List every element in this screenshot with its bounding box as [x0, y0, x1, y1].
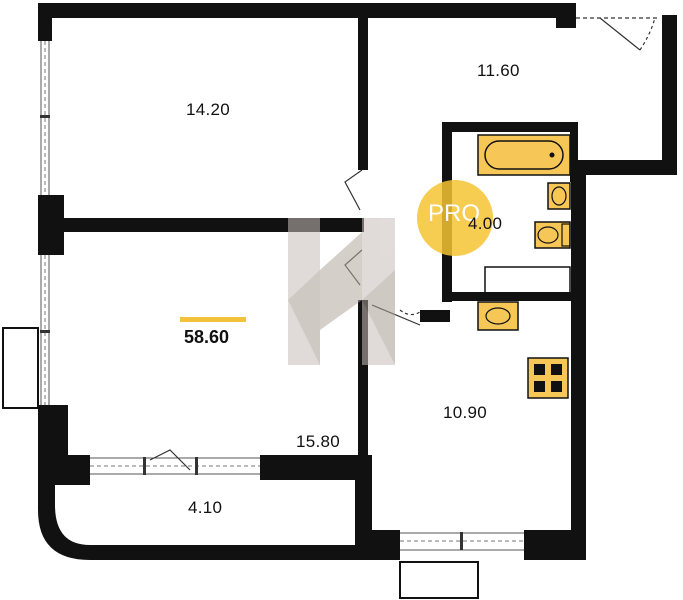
- wall-bath-right: [570, 122, 578, 182]
- kitchen-fixtures: [477, 301, 569, 399]
- wall-left-mid: [38, 195, 64, 255]
- wall-bath-top: [442, 122, 578, 132]
- area-living-room: 15.80: [296, 432, 341, 451]
- wall-top-step: [556, 3, 576, 28]
- balcony-wall: [38, 478, 372, 560]
- watermark-logo: [288, 218, 395, 365]
- wall-right: [571, 160, 586, 560]
- wall-hall-stub: [420, 310, 450, 322]
- window-mullions: [40, 115, 463, 550]
- area-room-top-left: 14.20: [186, 100, 231, 119]
- wall-bottom-right: [524, 530, 586, 560]
- area-room-top-right: 11.60: [477, 61, 520, 80]
- wall-left-top: [38, 3, 52, 41]
- pro-badge-text: PRO: [428, 200, 481, 227]
- area-balcony: 4.10: [188, 498, 223, 517]
- wall-top-right: [662, 15, 677, 175]
- wall-right-step: [578, 160, 677, 175]
- wall-bedroom-vertical: [358, 15, 368, 170]
- ac-box-bottom: [399, 561, 479, 599]
- area-bathroom: 4.00: [468, 214, 503, 233]
- outer-walls: [38, 3, 677, 560]
- total-area: 58.60: [184, 327, 230, 347]
- total-area-bar: [180, 317, 246, 322]
- ac-box-left: [2, 327, 39, 409]
- toilet: [534, 221, 571, 249]
- wall-living-bottom-left: [38, 455, 90, 485]
- washing-shelf: [484, 266, 571, 294]
- pro-badge-circle: [417, 180, 493, 256]
- wall-center-vertical-low: [358, 300, 368, 535]
- kitchen-sink: [477, 301, 519, 331]
- area-kitchen: 10.90: [443, 403, 488, 422]
- bathroom-fixtures: [477, 134, 571, 294]
- wall-living-bottom-right: [260, 455, 372, 480]
- wall-bath-bottom: [448, 292, 578, 301]
- wall-top-left: [38, 3, 558, 18]
